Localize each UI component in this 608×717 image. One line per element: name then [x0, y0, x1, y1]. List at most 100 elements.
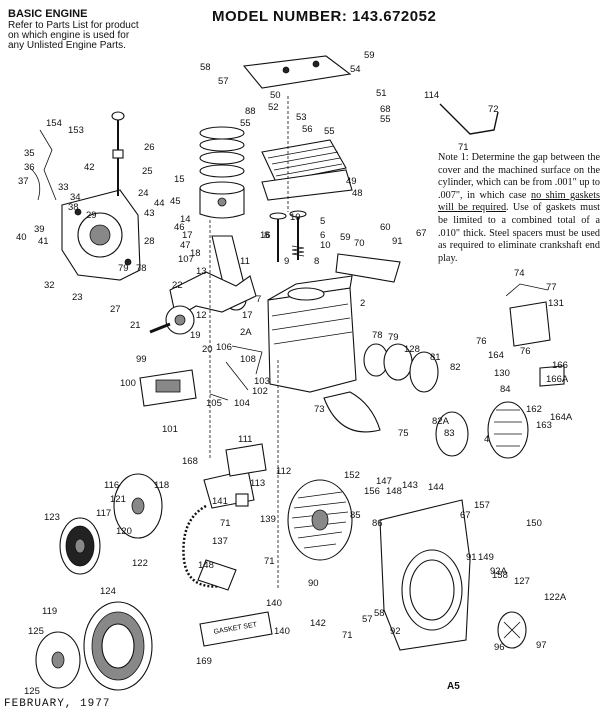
callout-130: 130	[494, 368, 510, 379]
fuel-filter	[197, 559, 237, 591]
callout-71: 71	[220, 518, 231, 529]
header-line-3: any Unlisted Engine Parts.	[8, 40, 126, 51]
crankshaft	[149, 271, 257, 335]
callout-152: 152	[344, 470, 360, 481]
callout-42: 42	[84, 162, 95, 173]
callout-81: 81	[430, 352, 441, 363]
callout-88: 88	[245, 106, 256, 117]
callout-46: 46	[174, 222, 185, 233]
callout-76: 76	[476, 336, 487, 347]
callout-67: 67	[460, 510, 471, 521]
callout-36: 36	[24, 162, 35, 173]
callout-23: 23	[72, 292, 83, 303]
callout-52: 52	[268, 102, 279, 113]
flywheel	[363, 343, 529, 459]
callout-157: 157	[474, 500, 490, 511]
callout-85: 85	[350, 510, 361, 521]
callout-71: 71	[264, 556, 275, 567]
callout-90: 90	[308, 578, 319, 589]
callout-92A: 92A	[490, 566, 508, 577]
callout-24: 24	[138, 188, 149, 199]
callout-76: 76	[520, 346, 531, 357]
callout-51: 51	[376, 88, 387, 99]
baffle-plate	[335, 253, 401, 283]
callout-19: 19	[190, 330, 201, 341]
callout-84: 84	[500, 384, 511, 395]
callout-166A: 166A	[546, 374, 569, 385]
callout-45: 45	[170, 196, 181, 207]
crankcase-cover	[61, 189, 141, 281]
callout-22: 22	[172, 280, 183, 291]
callout-44: 44	[154, 198, 165, 209]
callout-108: 108	[240, 354, 256, 365]
callout-168: 168	[182, 456, 198, 467]
callout-5: 5	[320, 216, 325, 227]
callout-27: 27	[110, 304, 121, 315]
callout-139: 139	[260, 514, 276, 525]
callout-4: 4	[484, 434, 489, 445]
page-code: A5	[447, 681, 460, 692]
callout-125: 125	[28, 626, 44, 637]
callout-144: 144	[428, 482, 444, 493]
callout-118: 118	[154, 480, 169, 491]
callout-10: 10	[290, 212, 301, 223]
callout-39: 39	[34, 224, 45, 235]
callout-59: 59	[340, 232, 351, 243]
callout-97: 97	[536, 640, 547, 651]
callout-150: 150	[526, 518, 542, 529]
header-line-2: on which engine is used for	[8, 30, 130, 41]
callout-156: 156	[364, 486, 380, 497]
callout-140: 140	[266, 598, 282, 609]
callout-169: 169	[196, 656, 212, 667]
starter-cup	[497, 611, 527, 649]
callout-53: 53	[296, 112, 307, 123]
callout-163: 163	[536, 420, 552, 431]
footer-date: FEBRUARY, 1977	[4, 698, 111, 710]
callout-71: 71	[458, 142, 469, 153]
callout-6: 6	[320, 230, 325, 241]
callout-73: 73	[314, 404, 325, 415]
callout-83: 83	[444, 428, 455, 439]
dipstick-tube	[29, 111, 125, 201]
callout-28: 28	[144, 236, 155, 247]
head-cover-plate	[242, 55, 352, 89]
callout-142: 142	[310, 618, 326, 629]
callout-122A: 122A	[544, 592, 567, 603]
carburetor	[203, 443, 267, 509]
callout-154: 154	[46, 118, 62, 129]
callout-117: 117	[96, 508, 111, 519]
callout-13: 13	[196, 266, 207, 277]
callout-35: 35	[24, 148, 35, 159]
callout-75: 75	[398, 428, 409, 439]
gasket-set-box: GASKET SET	[199, 611, 273, 647]
piston-rings	[199, 126, 245, 219]
callout-2: 2	[360, 298, 365, 309]
callout-119: 119	[42, 606, 57, 617]
callout-25: 25	[142, 166, 153, 177]
callout-9: 9	[284, 256, 289, 267]
section-title: BASIC ENGINE	[8, 8, 88, 20]
callout-34: 34	[70, 192, 81, 203]
callout-100: 100	[120, 378, 136, 389]
callout-106: 106	[216, 342, 232, 353]
callout-29: 29	[86, 210, 97, 221]
callout-124: 124	[100, 586, 116, 597]
callout-55: 55	[324, 126, 335, 137]
note-text-part1: Note 1: Determine the gap between the co…	[438, 152, 600, 201]
callout-70: 70	[354, 238, 365, 249]
callout-21: 21	[130, 320, 141, 331]
blower-housing	[379, 499, 471, 651]
callout-48: 48	[352, 188, 363, 199]
callout-60: 60	[380, 222, 391, 233]
callout-122: 122	[132, 558, 148, 569]
callout-72: 72	[488, 104, 499, 115]
callout-78: 78	[136, 263, 147, 274]
callout-107: 107	[178, 254, 194, 265]
callout-101: 101	[162, 424, 178, 435]
governor-linkage	[209, 96, 289, 590]
cooling-fan	[287, 479, 353, 561]
callout-164: 164	[488, 350, 504, 361]
callout-49: 49	[346, 176, 357, 187]
callout-40: 40	[16, 232, 27, 243]
